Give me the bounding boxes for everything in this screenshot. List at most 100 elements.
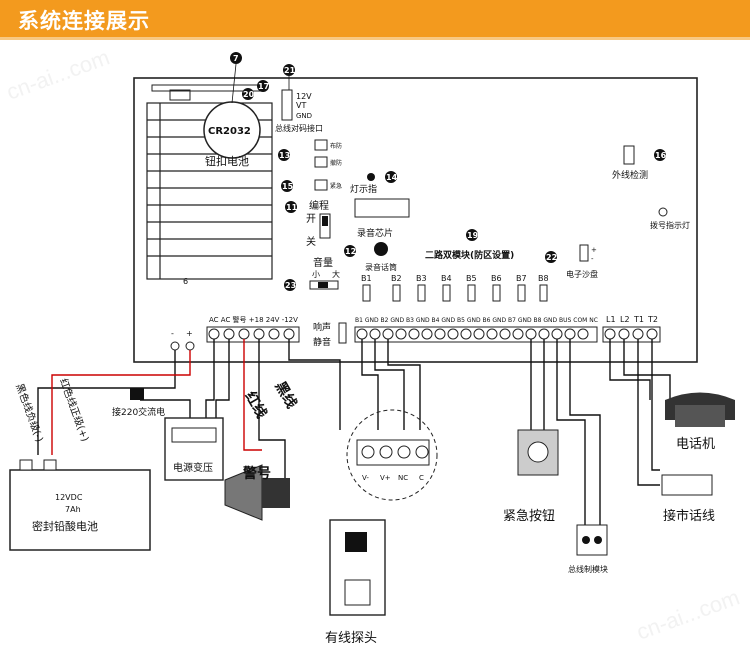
callout-15: 15: [282, 182, 294, 191]
bus-pins: 12V VT GND: [296, 92, 312, 120]
volume-label: 音量: [313, 256, 333, 269]
recording-chip: [354, 198, 410, 218]
svg-text:-: -: [591, 255, 594, 263]
status-led: [367, 173, 375, 181]
bus-module: [576, 524, 608, 556]
svg-text:L1: L1: [606, 315, 616, 324]
keypad-buttons: [314, 139, 328, 191]
ext-line-jumper: [623, 145, 635, 165]
recording-mic-label: 录音话筒: [365, 262, 397, 272]
bus-module-label: 总线制模块: [568, 564, 608, 574]
volume-small: 小: [312, 270, 320, 279]
siren: [224, 464, 263, 521]
page-title: 系统连接展示: [18, 9, 150, 33]
callout-22: 22: [546, 253, 557, 262]
battery-voltage: 12VDC: [55, 493, 83, 502]
bus-port: [281, 89, 293, 121]
city-line-plug: [661, 474, 713, 496]
mount-tab: [169, 89, 191, 101]
red-wire-label: 红线: [242, 389, 271, 422]
svg-text:B4: B4: [441, 274, 452, 283]
bat-neg-terminal: [170, 341, 180, 351]
buzzer: [579, 244, 589, 262]
header-banner: 系统连接展示: [0, 0, 750, 37]
callout-20: 20: [243, 90, 255, 99]
buzzer-label: 电子沙盘: [566, 269, 598, 279]
recording-chip-label: 录音芯片: [357, 227, 393, 239]
terminal-mid-label: B1 GND B2 GND B3 GND B4 GND B5 GND B6 GN…: [355, 317, 598, 324]
coin-battery-caption: 钮扣电池: [205, 154, 249, 168]
battery-name: 密封铅酸电池: [32, 519, 98, 533]
svg-text:NC: NC: [398, 474, 408, 482]
svg-text:L2: L2: [620, 315, 630, 324]
siren-label: 警号: [243, 465, 271, 482]
callout-6: 6: [183, 277, 188, 286]
svg-text:GND: GND: [296, 112, 312, 120]
svg-text:紧急: 紧急: [330, 182, 342, 190]
watermark: cn-ai...com: [3, 44, 113, 104]
svg-text:B1: B1: [361, 274, 372, 283]
svg-text:12V: 12V: [296, 92, 312, 101]
svg-text:-: -: [171, 329, 174, 338]
callout-11: 11: [286, 203, 298, 212]
sound-switch: [338, 322, 347, 344]
ext-line-label: 外线检测: [612, 169, 648, 181]
svg-text:B7: B7: [516, 274, 527, 283]
coin-battery-model: CR2032: [208, 126, 251, 137]
header-underline: [0, 37, 750, 40]
city-line-label: 接市话线: [663, 508, 715, 524]
recording-mic: [374, 242, 388, 256]
svg-text:撤防: 撤防: [330, 159, 342, 167]
panic-button-label: 紧急按钮: [503, 509, 555, 524]
callout-12: 12: [345, 247, 356, 256]
battery-capacity: 7Ah: [65, 505, 81, 514]
program-off: 关: [306, 235, 316, 248]
callout-markers: 7 20 17 21 13 15 14 11 12 19 22 16 23: [230, 52, 667, 291]
sound-mode: 响声: [313, 321, 331, 333]
watermark-2: cn-ai...com: [633, 584, 743, 644]
svg-text:C: C: [419, 474, 424, 482]
callout-13: 13: [279, 151, 290, 160]
svg-text:V+: V+: [380, 474, 391, 482]
lead-acid-battery: [9, 469, 151, 551]
terminal-left-label: AC AC 警号 +18 24V -12V: [209, 315, 298, 324]
callout-14: 14: [386, 173, 398, 182]
svg-text:B3: B3: [416, 274, 427, 283]
ac-plug: [130, 388, 144, 400]
ac-input-label: 接220交流电: [112, 406, 165, 418]
svg-text:T1: T1: [633, 315, 644, 324]
callout-16: 16: [655, 151, 667, 160]
svg-text:布防: 布防: [330, 142, 342, 150]
program-label: 编程: [309, 199, 329, 212]
silent-mode: 静音: [313, 336, 331, 348]
black-wire-label: 黑线: [272, 379, 301, 412]
red-wire-pos-label: 红色线正级(+): [57, 377, 92, 444]
zone-block-label: 二路双模块(防区设置): [425, 249, 514, 261]
svg-text:T2: T2: [647, 315, 658, 324]
svg-text:VT: VT: [296, 101, 306, 110]
callout-17: 17: [258, 82, 269, 91]
status-led-label: 灯示指: [350, 183, 377, 195]
svg-text:B8: B8: [538, 274, 549, 283]
program-on: 开: [306, 214, 316, 225]
svg-text:+: +: [186, 329, 193, 338]
zone-jumpers: B1 B2 B3 B4 B5 B6 B7 B8: [361, 274, 549, 302]
black-wire-neg-label: 黑色线负级(-): [13, 382, 46, 444]
callout-19: 19: [467, 231, 479, 240]
dial-led: [658, 207, 668, 217]
callout-21: 21: [284, 66, 296, 75]
wires: [37, 339, 671, 525]
telephone-label: 电话机: [676, 437, 715, 452]
callout-7: 7: [233, 54, 239, 63]
detector-pin-labels: V- V+ NC C: [362, 474, 424, 482]
svg-text:V-: V-: [362, 474, 369, 482]
detector-zoom-ring: [346, 409, 438, 501]
bat-pos-terminal: [185, 341, 195, 351]
dial-led-label: 拨号指示灯: [650, 220, 690, 230]
terminal-left-screws: [208, 328, 295, 340]
svg-text:B6: B6: [491, 274, 502, 283]
wired-detector-label: 有线探头: [325, 631, 377, 646]
callout-23: 23: [285, 281, 296, 290]
